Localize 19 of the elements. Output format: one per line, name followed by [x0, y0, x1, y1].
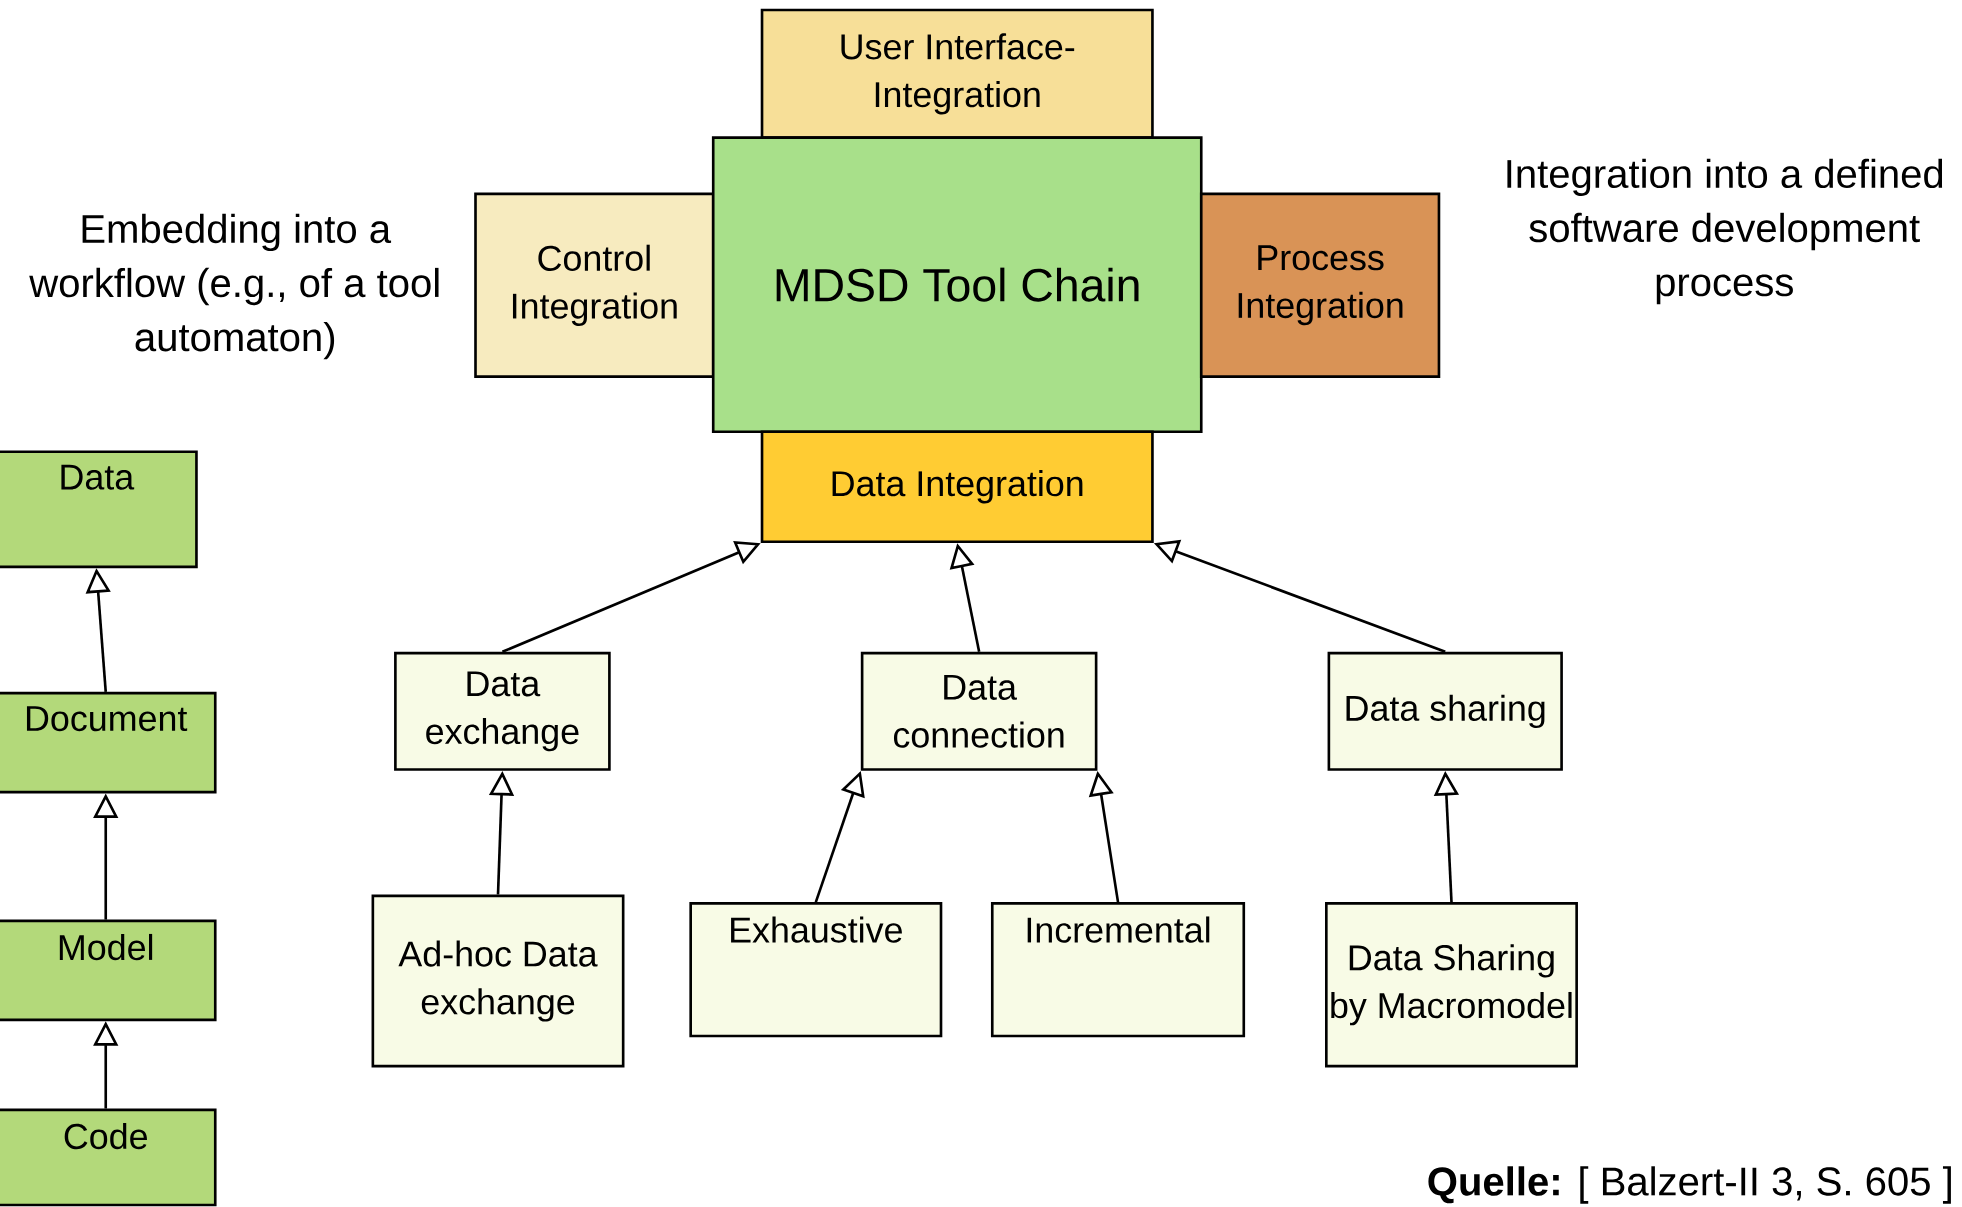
- annotation-text: Integration into a defined software development process: [1507, 158, 1943, 305]
- class-box: Data Sharing by Macromodel: [1325, 901, 1578, 1068]
- artifact-box: Data: [0, 450, 198, 568]
- class-box: Data sharing: [1327, 651, 1563, 771]
- artifact-box: Document: [0, 691, 217, 794]
- source-note: Quelle: [ Balzert-II 3, S. 605 ]: [1428, 1166, 1951, 1204]
- annotation-text: Embedding into a workflow (e.g., of a tool automaton): [29, 213, 439, 360]
- class-box: Exhaustive: [689, 901, 943, 1038]
- integration-box: User Interface-Integration: [760, 8, 1154, 139]
- tool-chain-box: MDSD Tool Chain: [711, 136, 1203, 433]
- integration-box: Control Integration: [474, 192, 715, 378]
- class-box: Data connection: [860, 651, 1098, 771]
- integration-box: Data Integration: [760, 430, 1154, 543]
- artifact-box: Code: [0, 1108, 217, 1207]
- class-box: Incremental: [990, 901, 1246, 1038]
- artifact-box: Model: [0, 919, 217, 1021]
- class-box: Ad-hoc Data exchange: [371, 894, 625, 1068]
- class-box: Data exchange: [394, 651, 611, 771]
- integration-box: Process Integration: [1199, 192, 1441, 378]
